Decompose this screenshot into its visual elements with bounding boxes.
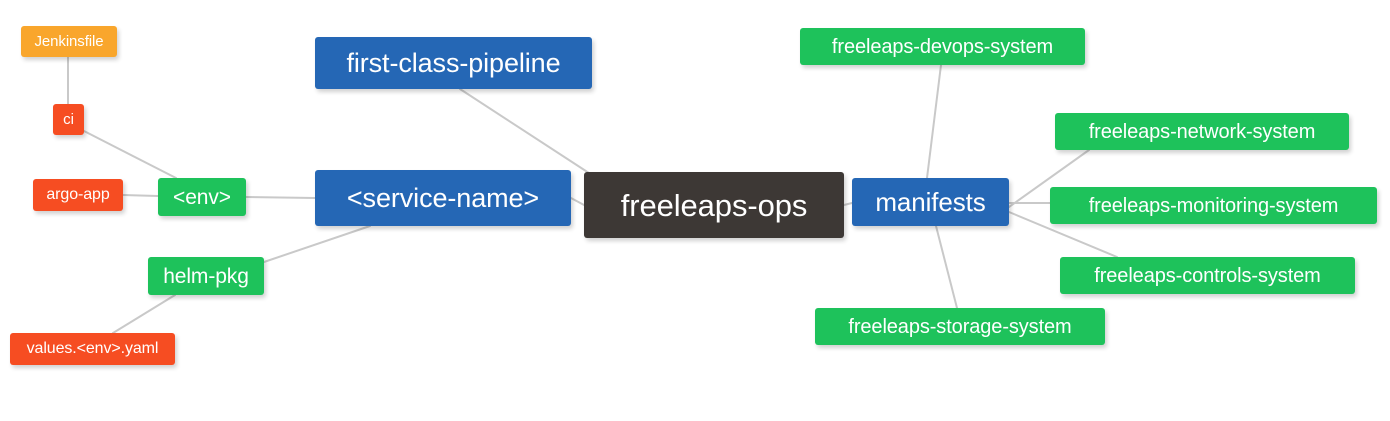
node-label-argo-app: argo-app [46, 186, 110, 203]
edge-env-to-ci [83, 130, 177, 179]
edge-freeleaps-ops-to-manifests [843, 202, 853, 206]
node-freeleaps-storage-system[interactable]: freeleaps-storage-system [815, 308, 1105, 345]
node-label-ci: ci [63, 111, 74, 128]
node-label-freeleaps-storage-system: freeleaps-storage-system [848, 315, 1072, 338]
edge-helm-pkg-to-values-env-yaml [112, 294, 176, 334]
node-manifests[interactable]: manifests [852, 178, 1009, 226]
node-freeleaps-network-system[interactable]: freeleaps-network-system [1055, 113, 1349, 150]
node-ci[interactable]: ci [53, 104, 84, 135]
edge-service-name-to-helm-pkg [263, 225, 371, 263]
node-label-first-class-pipeline: first-class-pipeline [346, 47, 561, 78]
node-label-env: <env> [173, 185, 231, 209]
node-label-freeleaps-devops-system: freeleaps-devops-system [831, 35, 1054, 58]
node-label-freeleaps-controls-system: freeleaps-controls-system [1094, 264, 1321, 287]
edge-freeleaps-ops-to-service-name [570, 197, 585, 206]
node-freeleaps-controls-system[interactable]: freeleaps-controls-system [1060, 257, 1355, 294]
node-values-env-yaml[interactable]: values.<env>.yaml [10, 333, 175, 365]
node-label-manifests: manifests [875, 187, 986, 217]
node-env[interactable]: <env> [158, 178, 246, 216]
node-freeleaps-ops[interactable]: freeleaps-ops [584, 172, 844, 238]
edge-env-to-argo-app [122, 194, 159, 197]
node-label-helm-pkg: helm-pkg [163, 264, 249, 288]
node-first-class-pipeline[interactable]: first-class-pipeline [315, 37, 592, 89]
edge-manifests-to-freeleaps-devops-system [926, 64, 942, 179]
node-label-freeleaps-monitoring-system: freeleaps-monitoring-system [1088, 194, 1339, 217]
node-freeleaps-monitoring-system[interactable]: freeleaps-monitoring-system [1050, 187, 1377, 224]
edge-manifests-to-freeleaps-storage-system [935, 225, 958, 309]
node-jenkinsfile[interactable]: Jenkinsfile [21, 26, 117, 57]
node-label-service-name: <service-name> [346, 182, 540, 213]
node-argo-app[interactable]: argo-app [33, 179, 123, 211]
node-label-freeleaps-ops: freeleaps-ops [620, 187, 808, 223]
node-label-jenkinsfile: Jenkinsfile [34, 33, 104, 50]
edge-freeleaps-ops-to-first-class-pipeline [459, 88, 593, 176]
node-label-values-env-yaml: values.<env>.yaml [26, 340, 159, 357]
edge-service-name-to-env [245, 196, 316, 199]
node-helm-pkg[interactable]: helm-pkg [148, 257, 264, 295]
node-freeleaps-devops-system[interactable]: freeleaps-devops-system [800, 28, 1085, 65]
node-label-freeleaps-network-system: freeleaps-network-system [1088, 120, 1316, 143]
node-service-name[interactable]: <service-name> [315, 170, 571, 226]
